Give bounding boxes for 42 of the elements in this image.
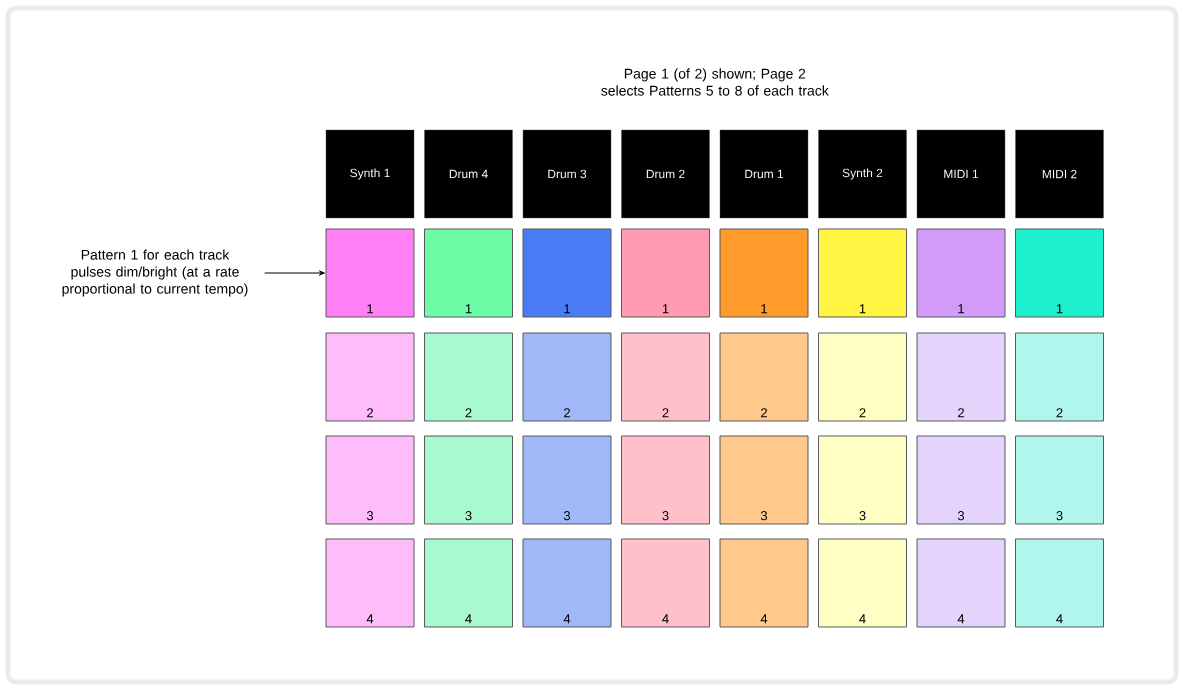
track-pad: Synth 1: [325, 129, 415, 219]
pattern-pad: 4: [621, 538, 710, 628]
track-pad: Drum 1: [719, 129, 809, 219]
track-pad: MIDI 1: [916, 129, 1006, 219]
pattern-pad: 1: [916, 228, 1006, 318]
pattern-pad: 2: [424, 332, 513, 422]
pattern-pad: 4: [424, 538, 513, 628]
pattern-pad: 4: [719, 538, 809, 628]
pattern-pad: 1: [424, 228, 513, 318]
pattern-pad: 2: [916, 332, 1006, 422]
pattern-pad: 2: [1015, 332, 1104, 422]
pattern-pad: 4: [522, 538, 612, 628]
pattern-pad: 1: [1015, 228, 1104, 318]
pattern-pad: 2: [818, 332, 907, 422]
pattern-pad: 4: [1015, 538, 1104, 628]
pattern-pad: 1: [522, 228, 612, 318]
pattern-pad: 1: [621, 228, 710, 318]
pattern-pad: 4: [818, 538, 907, 628]
pattern-pad: 3: [818, 435, 907, 525]
track-pad: Drum 4: [424, 129, 513, 219]
pattern-pad: 3: [424, 435, 513, 525]
pattern-pad: 1: [719, 228, 809, 318]
track-pad: Drum 2: [621, 129, 710, 219]
note-text: Pattern 1 for each track pulses dim/bright (at a rate proportional to current tempo): [62, 249, 248, 297]
pattern-pad: 2: [719, 332, 809, 422]
pattern-pad: 4: [325, 538, 415, 628]
pattern-pad: 3: [522, 435, 612, 525]
pattern-pad: 3: [325, 435, 415, 525]
pattern-pad: 3: [621, 435, 710, 525]
heading-text: Page 1 (of 2) shown; Page 2 selects Patterns 5 to 8 of each track: [601, 68, 829, 96]
pattern-pad: 1: [325, 228, 415, 318]
pattern-pad: 3: [1015, 435, 1104, 525]
pattern-pad: 2: [325, 332, 415, 422]
track-pad: Drum 3: [522, 129, 612, 219]
pattern-pad: 2: [522, 332, 612, 422]
pattern-pad: 3: [719, 435, 809, 525]
pattern-pad: 3: [916, 435, 1006, 525]
pattern-pad: 2: [621, 332, 710, 422]
track-pad: MIDI 2: [1015, 129, 1104, 219]
pattern-pad: 4: [916, 538, 1006, 628]
pattern-pad: 1: [818, 228, 907, 318]
track-pad: Synth 2: [818, 129, 907, 219]
